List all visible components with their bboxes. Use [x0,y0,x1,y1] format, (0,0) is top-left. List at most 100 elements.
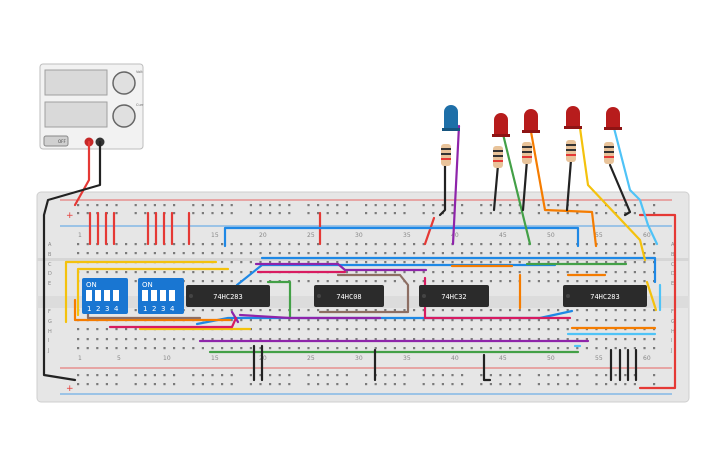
breadboard-hole[interactable] [115,252,118,255]
breadboard-hole[interactable] [317,374,320,377]
breadboard-hole[interactable] [384,347,387,350]
breadboard-hole[interactable] [192,338,195,341]
breadboard-hole[interactable] [345,309,348,312]
breadboard-hole[interactable] [451,338,454,341]
breadboard-hole[interactable] [326,374,329,377]
breadboard-hole[interactable] [432,309,435,312]
breadboard-hole[interactable] [345,212,348,215]
breadboard-hole[interactable] [413,261,416,264]
breadboard-hole[interactable] [441,383,444,386]
breadboard-hole[interactable] [422,338,425,341]
breadboard-hole[interactable] [470,328,473,331]
breadboard-hole[interactable] [269,328,272,331]
breadboard-hole[interactable] [605,280,608,283]
breadboard-hole[interactable] [259,204,262,207]
breadboard-hole[interactable] [230,204,233,207]
breadboard-hole[interactable] [384,271,387,274]
breadboard-hole[interactable] [201,252,204,255]
breadboard-hole[interactable] [355,252,358,255]
breadboard-hole[interactable] [461,280,464,283]
breadboard-hole[interactable] [614,374,617,377]
breadboard-hole[interactable] [624,280,627,283]
breadboard-hole[interactable] [201,243,204,246]
breadboard-hole[interactable] [86,252,89,255]
breadboard-hole[interactable] [393,309,396,312]
breadboard-hole[interactable] [221,338,224,341]
breadboard-hole[interactable] [384,204,387,207]
breadboard-hole[interactable] [249,338,252,341]
breadboard-hole[interactable] [374,204,377,207]
breadboard-hole[interactable] [336,383,339,386]
breadboard-hole[interactable] [163,374,166,377]
breadboard-hole[interactable] [297,328,300,331]
breadboard-hole[interactable] [595,261,598,264]
chip-74hc08[interactable]: 74HC08 [314,285,384,307]
breadboard-hole[interactable] [221,243,224,246]
breadboard-hole[interactable] [96,338,99,341]
breadboard-hole[interactable] [566,319,569,322]
breadboard-hole[interactable] [393,319,396,322]
breadboard-hole[interactable] [480,383,483,386]
breadboard-hole[interactable] [307,319,310,322]
breadboard-hole[interactable] [297,252,300,255]
breadboard-hole[interactable] [115,271,118,274]
breadboard-hole[interactable] [441,347,444,350]
breadboard-hole[interactable] [605,212,608,215]
breadboard-hole[interactable] [451,347,454,350]
breadboard-hole[interactable] [278,243,281,246]
breadboard-hole[interactable] [105,347,108,350]
breadboard-hole[interactable] [518,338,521,341]
breadboard-hole[interactable] [547,212,550,215]
wire-blue[interactable] [223,226,580,248]
breadboard-hole[interactable] [355,328,358,331]
breadboard-hole[interactable] [240,261,243,264]
breadboard-hole[interactable] [163,271,166,274]
breadboard-hole[interactable] [624,309,627,312]
breadboard-hole[interactable] [173,252,176,255]
breadboard-hole[interactable] [566,243,569,246]
breadboard-hole[interactable] [499,271,502,274]
breadboard-hole[interactable] [144,252,147,255]
breadboard-hole[interactable] [624,212,627,215]
breadboard-hole[interactable] [480,204,483,207]
wire-black[interactable] [492,163,500,212]
breadboard-hole[interactable] [240,309,243,312]
breadboard-hole[interactable] [499,319,502,322]
breadboard-hole[interactable] [317,261,320,264]
breadboard-hole[interactable] [249,243,252,246]
breadboard-hole[interactable] [317,338,320,341]
breadboard-hole[interactable] [192,271,195,274]
breadboard-hole[interactable] [537,204,540,207]
breadboard-hole[interactable] [240,243,243,246]
breadboard-hole[interactable] [326,319,329,322]
breadboard-hole[interactable] [336,261,339,264]
breadboard-hole[interactable] [576,280,579,283]
breadboard-hole[interactable] [77,212,80,215]
wire-purple[interactable] [230,310,240,324]
breadboard-hole[interactable] [134,280,137,283]
breadboard-hole[interactable] [221,204,224,207]
breadboard-hole[interactable] [470,338,473,341]
breadboard-hole[interactable] [499,243,502,246]
breadboard-hole[interactable] [547,374,550,377]
breadboard-hole[interactable] [528,328,531,331]
breadboard-hole[interactable] [451,271,454,274]
breadboard-hole[interactable] [345,280,348,283]
breadboard-hole[interactable] [345,374,348,377]
breadboard-hole[interactable] [77,338,80,341]
breadboard-hole[interactable] [326,309,329,312]
breadboard-hole[interactable] [221,347,224,350]
breadboard-hole[interactable] [441,309,444,312]
breadboard-hole[interactable] [403,243,406,246]
wire-purple[interactable] [238,313,382,320]
breadboard-hole[interactable] [557,328,560,331]
breadboard-hole[interactable] [211,252,214,255]
breadboard-hole[interactable] [624,252,627,255]
breadboard-hole[interactable] [345,252,348,255]
breadboard-hole[interactable] [326,338,329,341]
breadboard-hole[interactable] [384,261,387,264]
breadboard-hole[interactable] [345,261,348,264]
breadboard-hole[interactable] [489,271,492,274]
wire-yellow[interactable] [64,260,218,324]
breadboard-hole[interactable] [249,212,252,215]
